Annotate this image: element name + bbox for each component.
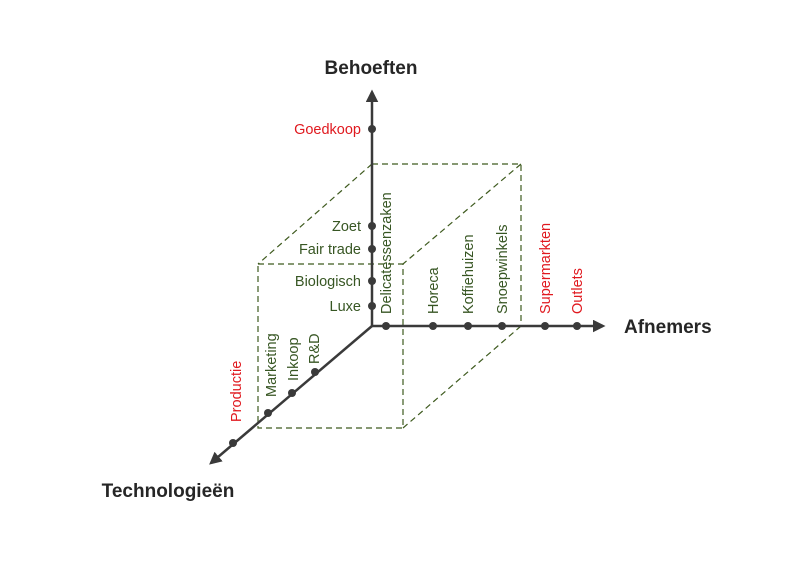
technologieen-inkoop-dot — [288, 389, 296, 397]
cube-edge-top-right — [402, 163, 522, 265]
dashed-cube — [257, 163, 522, 429]
afnemers-outlets-dot — [573, 322, 581, 330]
behoeften-luxe-dot — [368, 302, 376, 310]
technologieen-r-d-label: R&D — [307, 333, 323, 364]
cube-edge-bottom-right — [402, 325, 522, 429]
afnemers-koffiehuizen-dot — [464, 322, 472, 330]
technologieen-productie-label: Productie — [229, 361, 245, 422]
axis-title-afnemers: Afnemers — [624, 317, 712, 338]
behoeften-luxe-label: Luxe — [330, 299, 361, 315]
afnemers-koffiehuizen-label: Koffiehuizen — [461, 234, 477, 314]
technologieen-r-d-dot — [311, 368, 319, 376]
technologieen-marketing-dot — [264, 409, 272, 417]
afnemers-supermarkten-dot — [541, 322, 549, 330]
axis-title-behoeften: Behoeften — [325, 58, 418, 79]
technologieen-marketing-label: Marketing — [264, 333, 280, 397]
afnemers-snoepwinkels-dot — [498, 322, 506, 330]
afnemers-delicatessenzaken-label: Delicatessenzaken — [379, 192, 395, 314]
technologieen-productie-dot — [229, 439, 237, 447]
behoeften-fair-trade-label: Fair trade — [299, 242, 361, 258]
afnemers-delicatessenzaken-dot — [382, 322, 390, 330]
afnemers-supermarkten-label: Supermarkten — [538, 223, 554, 314]
afnemers-outlets-label: Outlets — [570, 268, 586, 314]
behoeften-goedkoop-label: Goedkoop — [294, 122, 361, 138]
axis-title-technologieen: Technologieën — [102, 481, 235, 502]
behoeften-goedkoop-dot — [368, 125, 376, 133]
cube-edge-top-left — [257, 163, 373, 265]
behoeften-fair-trade-dot — [368, 245, 376, 253]
behoeften-zoet-label: Zoet — [332, 219, 361, 235]
afnemers-snoepwinkels-label: Snoepwinkels — [495, 225, 511, 314]
afnemers-horeca-label: Horeca — [426, 266, 442, 314]
behoeften-biologisch-dot — [368, 277, 376, 285]
behoeften-zoet-dot — [368, 222, 376, 230]
afnemers-horeca-dot — [429, 322, 437, 330]
technologieen-inkoop-label: Inkoop — [286, 337, 302, 381]
behoeften-biologisch-label: Biologisch — [295, 274, 361, 290]
